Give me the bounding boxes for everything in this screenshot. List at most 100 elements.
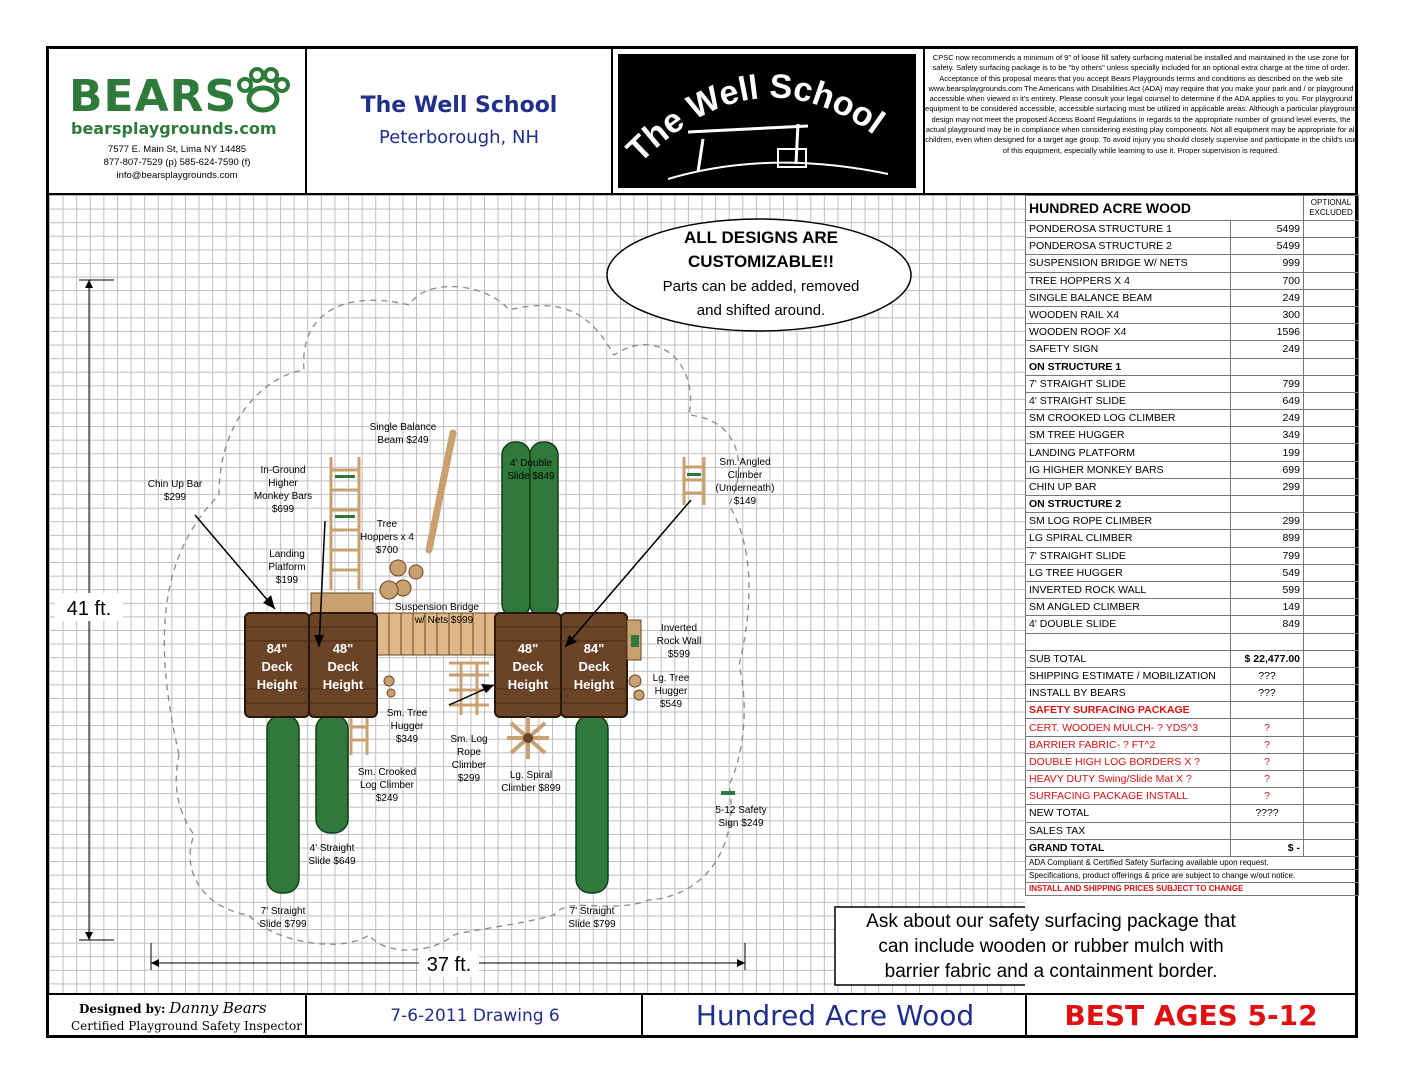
item-optional: [1303, 477, 1359, 497]
svg-text:Slide $649: Slide $649: [308, 856, 356, 867]
item-optional: [1303, 615, 1359, 634]
svg-text:CUSTOMIZABLE!!: CUSTOMIZABLE!!: [688, 252, 834, 271]
svg-text:Sm. Log: Sm. Log: [450, 734, 487, 745]
price-row: BARRIER FABRIC- ? FT^2?: [1025, 735, 1359, 754]
svg-text:Hugger: Hugger: [655, 686, 688, 697]
item-price: ????: [1230, 804, 1304, 823]
item-name: SM CROOKED LOG CLIMBER: [1025, 409, 1231, 428]
item-price: 299: [1230, 477, 1304, 497]
svg-text:Log Climber: Log Climber: [360, 780, 415, 791]
price-table-title: HUNDRED ACRE WOOD: [1025, 195, 1304, 221]
item-name: SAFETY SURFACING PACKAGE: [1025, 701, 1231, 720]
svg-text:Rope: Rope: [457, 747, 481, 758]
company-website[interactable]: bearsplaygrounds.com: [71, 119, 277, 138]
item-name: GRAND TOTAL: [1025, 838, 1231, 857]
item-optional: [1303, 305, 1359, 325]
item-optional: [1303, 666, 1359, 686]
item-price: 5499: [1230, 219, 1304, 239]
price-row: NEW TOTAL????: [1025, 804, 1359, 823]
item-name: INVERTED ROCK WALL: [1025, 580, 1231, 600]
item-name: CHIN UP BAR: [1025, 477, 1231, 497]
svg-text:Climber: Climber: [728, 470, 763, 481]
item-price: ?: [1230, 769, 1304, 789]
svg-text:Deck: Deck: [578, 659, 610, 674]
item-name: ON STRUCTURE 1: [1025, 357, 1231, 376]
company-email[interactable]: info@bearsplaygrounds.com: [116, 170, 238, 181]
svg-text:(Underneath): (Underneath): [716, 483, 775, 494]
price-warning: INSTALL AND SHIPPING PRICES SUBJECT TO C…: [1025, 881, 1359, 896]
customizable-callout: [606, 218, 912, 332]
designer-title: Certified Playground Safety Inspector: [71, 1019, 302, 1033]
item-optional: [1303, 460, 1359, 479]
item-optional: [1303, 546, 1359, 565]
school-location: Peterborough, NH: [379, 127, 539, 148]
item-optional: [1303, 254, 1359, 273]
item-optional: [1303, 512, 1359, 531]
svg-text:Deck: Deck: [261, 659, 293, 674]
item-price: 249: [1230, 288, 1304, 307]
price-row: GRAND TOTAL$ -: [1025, 838, 1359, 857]
company-block: BEARS bearsplaygrounds.com 7577 E. Main …: [49, 49, 307, 193]
svg-text:Hoppers x 4: Hoppers x 4: [360, 532, 414, 543]
item-price: 649: [1230, 391, 1304, 411]
item-price: 599: [1230, 580, 1304, 600]
item-optional: [1303, 219, 1359, 239]
item-optional: [1303, 529, 1359, 548]
item-name: WOODEN RAIL X4: [1025, 305, 1231, 325]
item-price: 149: [1230, 598, 1304, 617]
price-row: SUB TOTAL$ 22,477.00: [1025, 649, 1359, 668]
drawing-block: 7-6-2011 Drawing 6: [307, 995, 643, 1037]
svg-text:$349: $349: [396, 734, 419, 745]
item-price: [1230, 632, 1304, 651]
item-price: 5499: [1230, 237, 1304, 256]
deck-structure1-48: [308, 612, 378, 718]
price-row: SAFETY SURFACING PACKAGE: [1025, 701, 1359, 720]
price-row: INSTALL BY BEARS???: [1025, 684, 1359, 703]
best-ages: BEST AGES 5-12: [1064, 999, 1318, 1032]
svg-text:48": 48": [333, 641, 354, 656]
price-table: HUNDRED ACRE WOOD OPTIONAL EXCLUDED POND…: [1025, 195, 1359, 896]
school-logo: The Well School: [618, 54, 916, 188]
svg-text:w/ Nets $999: w/ Nets $999: [414, 615, 474, 626]
svg-text:84": 84": [267, 641, 288, 656]
item-price: [1230, 821, 1304, 840]
svg-text:4' Straight: 4' Straight: [310, 843, 355, 854]
safety-sign: [721, 791, 735, 795]
svg-text:Sm. Tree: Sm. Tree: [387, 708, 428, 719]
price-row: DOUBLE HIGH LOG BORDERS X ??: [1025, 752, 1359, 772]
item-price: $ 22,477.00: [1230, 649, 1304, 668]
surfacing-note-box: [834, 906, 1025, 986]
item-price: ?: [1230, 752, 1304, 772]
item-price: 299: [1230, 512, 1304, 531]
price-row: ON STRUCTURE 2: [1025, 494, 1359, 514]
item-name: ON STRUCTURE 2: [1025, 494, 1231, 514]
designer-name: Danny Bears: [169, 999, 267, 1017]
use-zone-outline: [163, 285, 750, 951]
site-plan: 41 ft. 37 ft. ALL DESIGNS ARE CUSTOMIZAB…: [55, 218, 1025, 986]
item-optional: [1303, 409, 1359, 428]
item-price: ?: [1230, 735, 1304, 754]
item-optional: [1303, 838, 1359, 857]
item-name: BARRIER FABRIC- ? FT^2: [1025, 735, 1231, 754]
item-optional: [1303, 804, 1359, 823]
item-name: SURFACING PACKAGE INSTALL: [1025, 787, 1231, 806]
item-name: HEAVY DUTY Swing/Slide Mat X ?: [1025, 769, 1231, 789]
slide-7ft-left: [266, 714, 300, 894]
item-optional: [1303, 769, 1359, 789]
item-optional: [1303, 357, 1359, 376]
item-price: [1230, 357, 1304, 376]
item-name: LANDING PLATFORM: [1025, 443, 1231, 462]
svg-text:Slide $799: Slide $799: [568, 919, 616, 930]
svg-text:48": 48": [518, 641, 539, 656]
svg-text:Height: Height: [323, 677, 364, 692]
disclaimer-text: CPSC now recommends a minimum of 9" of l…: [925, 53, 1357, 155]
tree-hoppers: [379, 559, 424, 600]
slide-4ft-straight: [315, 714, 349, 834]
width-dimension: 37 ft.: [427, 954, 471, 976]
